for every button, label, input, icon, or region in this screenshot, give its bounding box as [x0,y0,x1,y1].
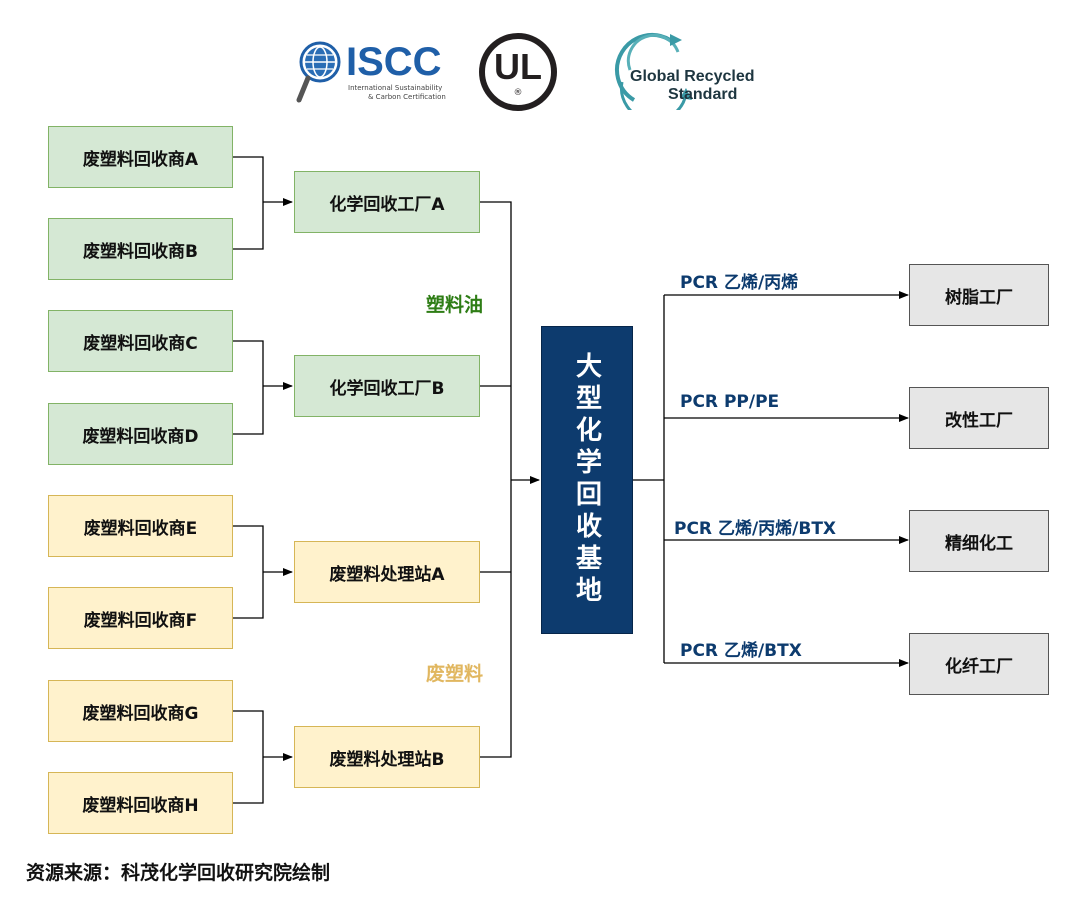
iscc-subtitle-1: International Sustainability [348,84,443,92]
processor-box-station-a: 废塑料处理站A [294,541,480,603]
iscc-name: ISCC [346,40,442,84]
processor-box-chem-a: 化学回收工厂A [294,171,480,233]
recycling-hub-box: 大型化学回收基地 [541,326,633,634]
processor-box-station-b: 废塑料处理站B [294,726,480,788]
collector-box-d: 废塑料回收商D [48,403,233,465]
grs-logo: Global Recycled Standard [600,30,780,123]
output-product-label: PCR 乙烯/BTX [680,641,802,661]
iscc-subtitle-2: & Carbon Certification [368,93,446,101]
collector-label: 废塑料回收商F [83,610,198,631]
output-product-label: PCR 乙烯/丙烯/BTX [674,519,837,539]
grs-line-1: Global Recycled [630,68,755,85]
target-box-resin-factory: 树脂工厂 [909,264,1049,326]
ul-name: UL [494,46,542,87]
collector-box-e: 废塑料回收商E [48,495,233,557]
ul-circle-icon [479,33,557,111]
collector-label: 废塑料回收商H [82,795,199,816]
target-label: 精细化工 [945,533,1013,554]
target-box-modification-factory: 改性工厂 [909,387,1049,449]
target-label: 化纤工厂 [945,656,1013,677]
source-caption: 资源来源：科茂化学回收研究院绘制 [26,862,331,884]
collector-box-h: 废塑料回收商H [48,772,233,834]
collector-label: 废塑料回收商B [83,241,198,262]
target-box-fiber-factory: 化纤工厂 [909,633,1049,695]
collector-box-g: 废塑料回收商G [48,680,233,742]
collector-label: 废塑料回收商C [83,333,198,354]
ul-registered-mark: ® [513,88,523,98]
processor-label: 化学回收工厂A [329,194,445,215]
iscc-logo: ISCC International Sustainability & Carb… [296,38,446,106]
processor-label: 化学回收工厂B [329,378,445,399]
target-label: 改性工厂 [945,410,1013,431]
hub-label: 大型化学回收基地 [571,352,602,608]
grs-line-2: Standard [668,86,738,103]
output-product-label: PCR 乙烯/丙烯 [680,273,799,293]
collector-box-c: 废塑料回收商C [48,310,233,372]
iscc-globe-icon [296,41,341,103]
flow-label-waste-plastic: 废塑料 [426,663,484,685]
collector-box-f: 废塑料回收商F [48,587,233,649]
collector-label: 废塑料回收商G [82,703,199,724]
collector-label: 废塑料回收商A [82,149,199,170]
collector-label: 废塑料回收商D [82,426,199,447]
processor-label: 废塑料处理站A [329,564,445,585]
processor-box-chem-b: 化学回收工厂B [294,355,480,417]
collector-box-a: 废塑料回收商A [48,126,233,188]
processor-label: 废塑料处理站B [329,749,445,770]
flow-label-plastic-oil: 塑料油 [426,294,484,316]
grs-recycle-arrows-icon [615,33,692,123]
collector-box-b: 废塑料回收商B [48,218,233,280]
target-label: 树脂工厂 [945,287,1013,308]
ul-logo: UL ® [478,32,558,112]
collector-label: 废塑料回收商E [83,518,198,539]
target-box-fine-chemicals: 精细化工 [909,510,1049,572]
output-product-label: PCR PP/PE [680,392,780,412]
